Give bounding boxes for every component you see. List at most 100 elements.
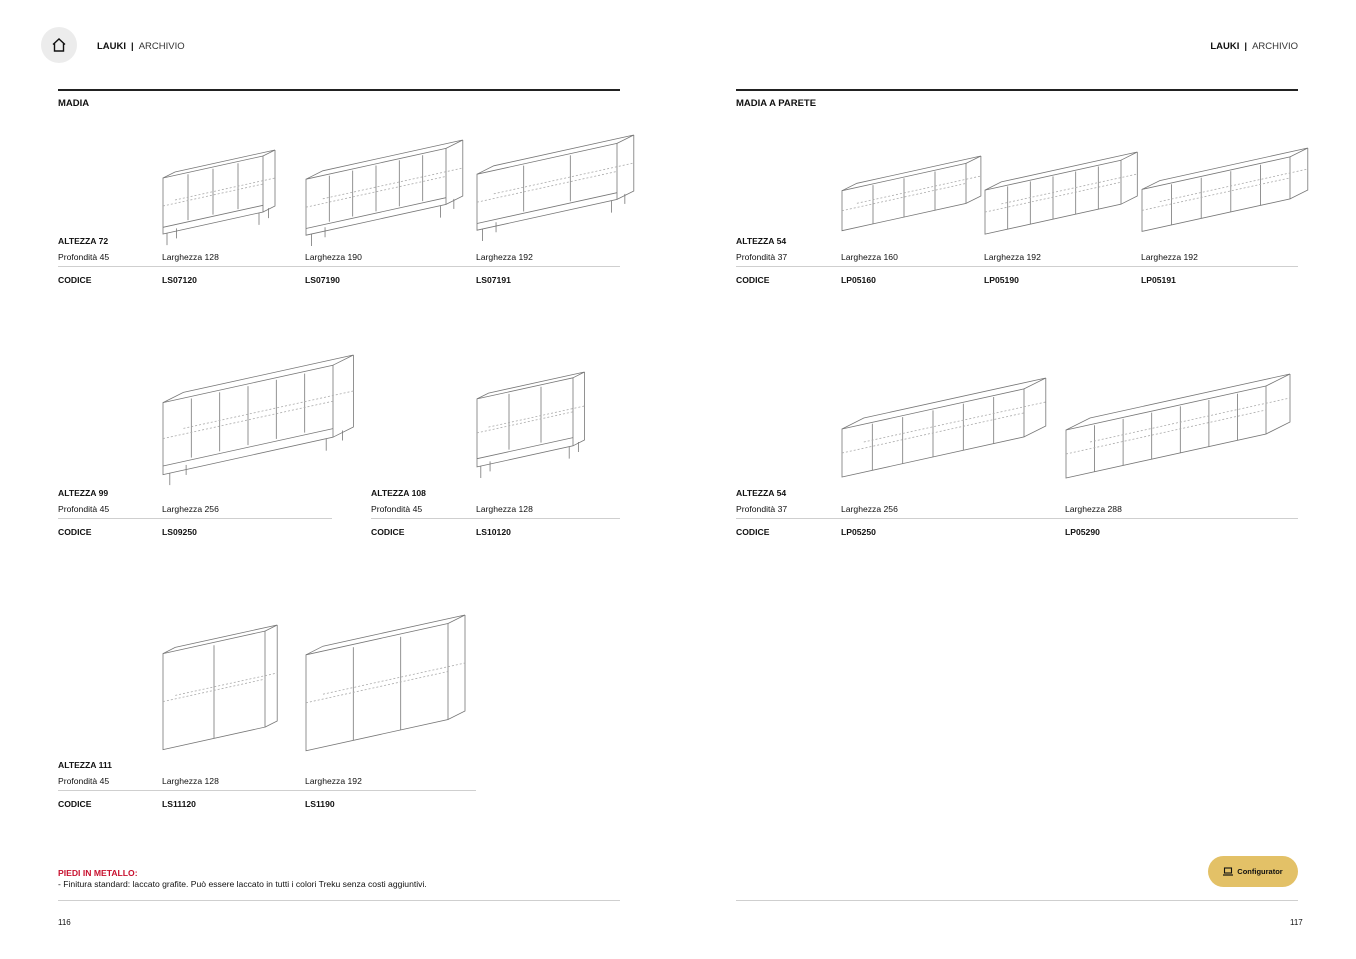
furniture-drawing (305, 614, 466, 752)
hidden-edge (476, 411, 574, 434)
product-code: LS07120 (162, 275, 197, 285)
edge (965, 156, 982, 204)
hidden-edge (984, 181, 1122, 213)
product-code: LP05250 (841, 527, 876, 537)
brand-name: LAUKI (97, 41, 127, 52)
laptop-icon (1223, 867, 1234, 876)
edge (264, 625, 278, 728)
breadcrumb-right: LAUKI|ARCHIVIO (1210, 41, 1298, 52)
edge (447, 615, 466, 720)
edge (1265, 374, 1291, 435)
width-label: Larghezza 192 (305, 776, 362, 786)
hidden-edge (175, 672, 278, 696)
edge (616, 135, 635, 200)
hidden-edge (322, 167, 463, 200)
edge (1065, 373, 1291, 431)
product-code: LS11120 (162, 799, 196, 809)
edge (476, 142, 618, 231)
hidden-edge (841, 183, 967, 212)
product-code: LP05290 (1065, 527, 1100, 537)
furniture-drawing (162, 624, 278, 751)
width-label: Larghezza 160 (841, 252, 898, 262)
edge (476, 134, 634, 175)
divider (58, 900, 620, 901)
edge (1023, 378, 1047, 438)
note-title: PIEDI IN METALLO: (58, 868, 138, 878)
home-button[interactable] (41, 27, 77, 63)
edge (476, 192, 618, 224)
edge (162, 624, 278, 654)
furniture-drawing (984, 151, 1138, 235)
edge (1120, 152, 1138, 205)
separator: | (131, 41, 134, 52)
depth-label: Profondità 45 (58, 252, 110, 262)
furniture-drawing (841, 155, 982, 232)
edge (841, 155, 982, 192)
edge (162, 354, 354, 403)
height-label: ALTEZZA 111 (58, 760, 112, 770)
product-code: LS1190 (305, 799, 335, 809)
home-icon (52, 38, 66, 52)
hidden-edge (863, 401, 1046, 443)
hidden-edge (162, 400, 334, 439)
furniture-drawing (841, 377, 1047, 478)
divider (736, 518, 1298, 519)
product-code: LP05191 (1141, 275, 1176, 285)
divider (58, 518, 332, 519)
edge (445, 140, 464, 205)
edge (476, 371, 585, 400)
hidden-edge (174, 177, 276, 201)
divider (58, 266, 620, 267)
edge (262, 150, 276, 213)
edge (1289, 148, 1309, 200)
hidden-edge (322, 662, 466, 695)
width-label: Larghezza 190 (305, 252, 362, 262)
width-label: Larghezza 192 (1141, 252, 1198, 262)
edge (841, 377, 1046, 430)
section-name: ARCHIVIO (138, 41, 185, 52)
product-code: LP05190 (984, 275, 1019, 285)
width-label: Larghezza 192 (476, 252, 533, 262)
edge (305, 614, 466, 656)
configurator-button[interactable]: Configurator (1208, 856, 1298, 887)
divider (58, 89, 620, 91)
note-text: - Finitura standard: laccato grafite. Pu… (58, 879, 427, 889)
hidden-edge (305, 671, 449, 704)
product-code: LS07191 (476, 275, 511, 285)
width-label: Larghezza 128 (162, 252, 219, 262)
hidden-edge (841, 412, 1025, 454)
depth-label: Profondità 37 (736, 504, 788, 514)
width-label: Larghezza 288 (1065, 504, 1122, 514)
edge (162, 149, 276, 179)
code-label: CODICE (58, 275, 92, 285)
hidden-edge (488, 405, 585, 428)
depth-label: Profondità 45 (371, 504, 423, 514)
width-label: Larghezza 128 (476, 504, 533, 514)
edge (1065, 385, 1267, 479)
furniture-drawing (305, 139, 464, 246)
height-label: ALTEZZA 54 (736, 488, 787, 498)
edge (305, 197, 447, 229)
depth-label: Profondità 37 (736, 252, 788, 262)
height-label: ALTEZZA 99 (58, 488, 109, 498)
edge (476, 437, 574, 460)
separator: | (1244, 41, 1248, 52)
hidden-edge (162, 183, 264, 207)
product-code: LS09250 (162, 527, 197, 537)
depth-label: Profondità 45 (58, 504, 110, 514)
furniture-drawing (476, 371, 585, 478)
configurator-label: Configurator (1237, 867, 1283, 876)
divider (736, 89, 1298, 91)
code-label: CODICE (58, 799, 92, 809)
code-label: CODICE (371, 527, 405, 537)
divider (736, 900, 1298, 901)
breadcrumb: LAUKI | ARCHIVIO (97, 41, 185, 52)
width-label: Larghezza 192 (984, 252, 1041, 262)
hidden-edge (1141, 177, 1291, 211)
divider (371, 518, 620, 519)
page-number: 117 (1290, 918, 1303, 927)
furniture-drawing (1065, 373, 1291, 479)
height-label: ALTEZZA 54 (736, 236, 787, 246)
depth-label: Profondità 45 (58, 776, 110, 786)
hidden-edge (183, 390, 354, 429)
